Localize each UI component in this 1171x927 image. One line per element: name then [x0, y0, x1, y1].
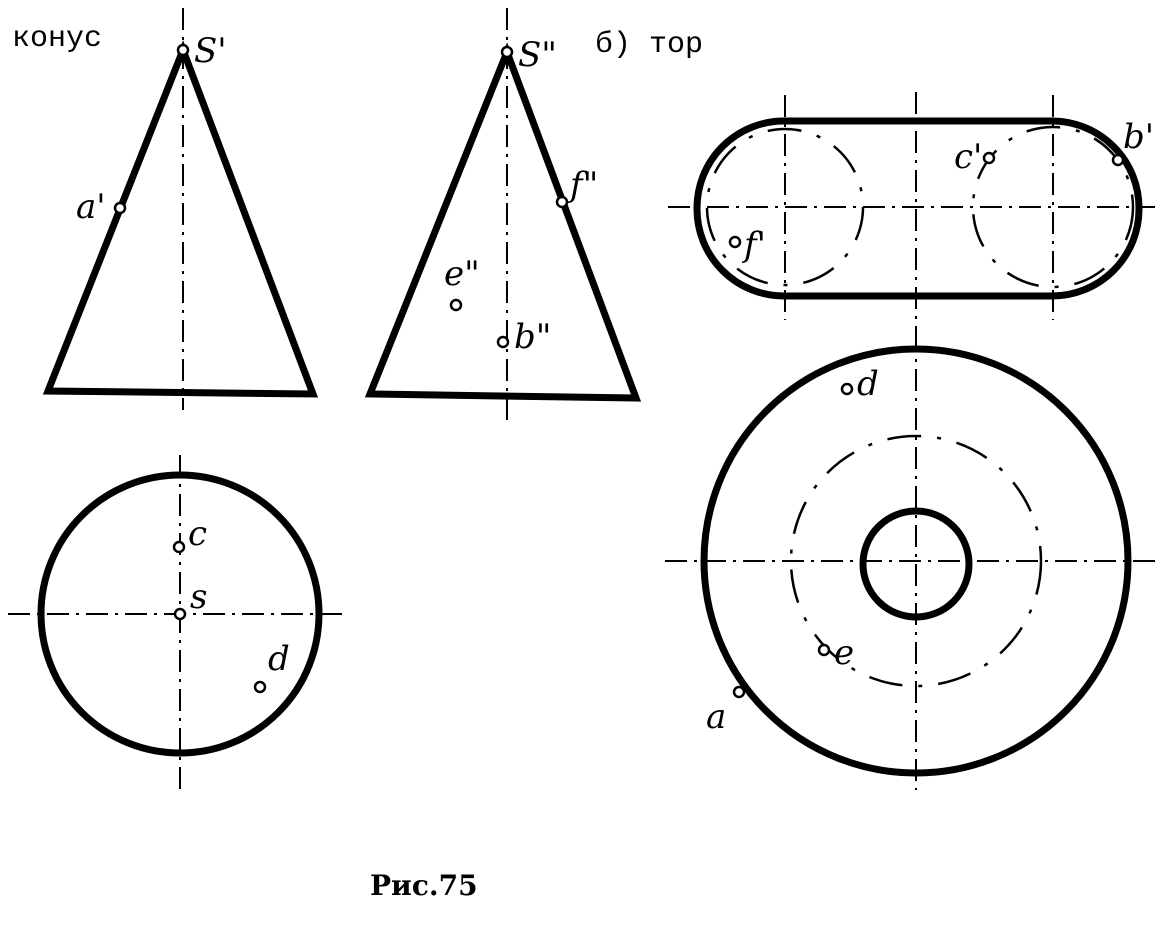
cone-front-outline [42, 40, 319, 398]
point-torus-d-top [840, 382, 854, 396]
torus-top-inner-outline [859, 507, 973, 621]
label-f-side: f" [567, 165, 598, 205]
label-torus-a-top: a [706, 697, 726, 737]
torus-front-hidden-circle-right [971, 125, 1135, 289]
label-b-side: b" [514, 317, 551, 357]
point-s-side [500, 45, 514, 59]
torus-top-mid-circle [789, 434, 1043, 688]
label-c-top: c [188, 514, 207, 554]
point-c-top [172, 540, 186, 554]
label-torus-d-top: d [857, 364, 879, 404]
label-s-front: S' [194, 31, 227, 71]
label-torus-e-top: e [834, 633, 854, 673]
label-s-side: S" [518, 35, 557, 75]
label-torus-f-front: f' [741, 225, 766, 265]
label-torus-c-front: c' [954, 137, 982, 177]
point-torus-e-top [817, 643, 831, 657]
torus-front-hidden-circle-left [705, 127, 865, 287]
torus-front-view: b' c' f' [668, 92, 1155, 345]
label-s-top: s [190, 577, 207, 617]
point-s-front [176, 43, 190, 57]
point-s-top [173, 607, 187, 621]
point-d-top [253, 680, 267, 694]
torus-top-outer-outline [700, 345, 1132, 777]
cone-top-view: c s d [8, 455, 345, 790]
torus-title: б) тор [595, 28, 703, 62]
label-e-side: e" [444, 254, 480, 294]
point-torus-b-front [1111, 153, 1125, 167]
point-torus-f-front [728, 235, 742, 249]
cone-title: конус [12, 22, 102, 56]
torus-front-outline [693, 117, 1143, 300]
label-a-front: a' [76, 187, 106, 227]
point-torus-a-top [732, 685, 746, 699]
cone-front-view: S' a' [42, 8, 319, 410]
cone-top-outline [37, 471, 323, 757]
point-torus-c-front [982, 151, 996, 165]
cone-side-outline [364, 42, 642, 402]
point-b-side [496, 335, 510, 349]
label-torus-b-front: b' [1123, 117, 1154, 157]
point-e-side [449, 298, 463, 312]
figure-caption: Рис.75 [370, 869, 478, 902]
label-d-top: d [268, 639, 290, 679]
torus-top-view: d e a [665, 330, 1160, 790]
point-f-side [555, 195, 569, 209]
point-a-front [113, 201, 127, 215]
cone-side-view: S" f" e" b" [364, 8, 642, 425]
